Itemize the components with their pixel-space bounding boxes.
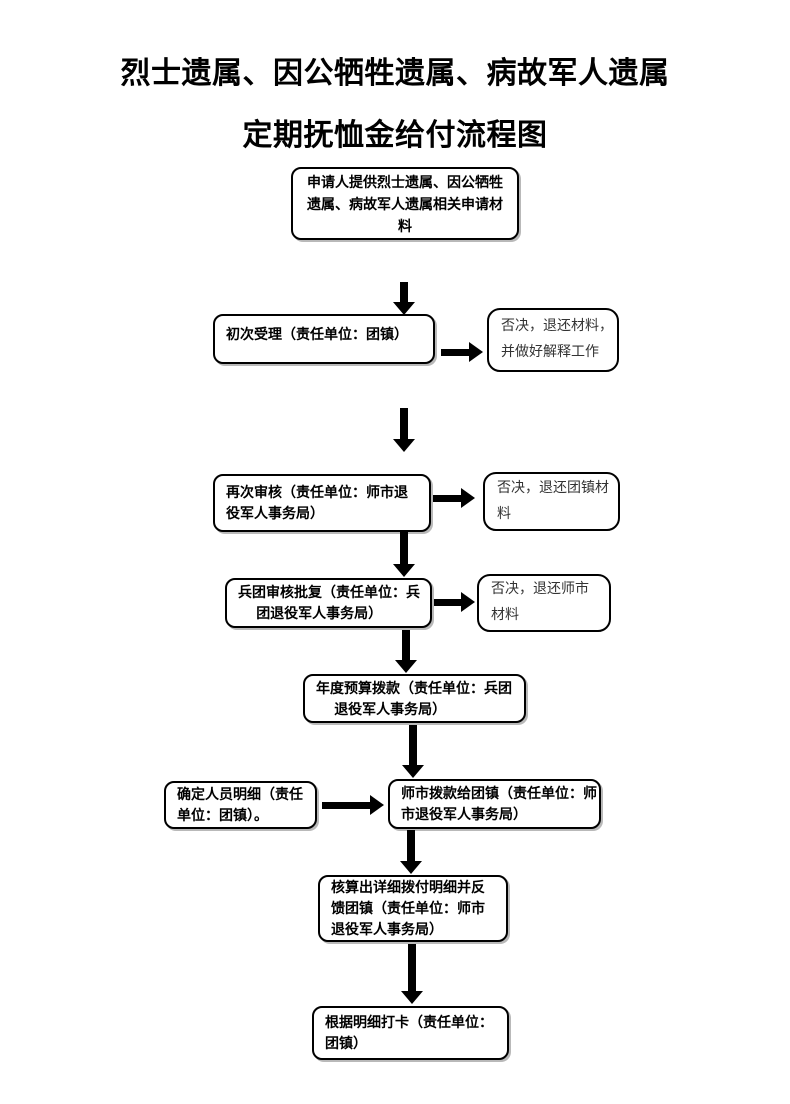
- arrow-head: [401, 991, 423, 1004]
- text-line: 市退役军人事务局）: [401, 806, 527, 822]
- flow-box-reject-return-materials: 否决，退还材料， 并做好解释工作: [487, 308, 619, 372]
- flow-box-annual-budget: 年度预算拨款（责任单位：兵团 退役军人事务局）: [303, 674, 526, 723]
- flow-arrow-down-6: [400, 830, 422, 874]
- flow-arrow-right-3: [434, 592, 475, 612]
- text-line: 申请人提供烈士遗属、因公牺牲: [307, 173, 503, 190]
- text-line: 否决，退还材料，: [501, 319, 613, 334]
- text-line: 退役军人事务局）: [331, 921, 443, 937]
- arrow-stem: [400, 408, 408, 439]
- text-line: 料: [398, 217, 412, 234]
- text-line: 确定人员明细（责任: [177, 786, 303, 802]
- text-line: 役军人事务局）: [226, 505, 324, 521]
- text-line: 退役军人事务局）: [334, 700, 447, 717]
- arrow-head: [402, 765, 424, 778]
- arrow-stem: [433, 494, 461, 502]
- flow-box-personnel-detail: 确定人员明细（责任 单位：团镇）。: [164, 781, 317, 829]
- arrow-stem: [400, 282, 408, 302]
- arrow-head: [469, 342, 483, 362]
- arrow-head: [370, 795, 384, 815]
- flow-arrow-right-1: [441, 342, 483, 362]
- text-line: 年度预算拨款（责任单位：兵团: [316, 679, 512, 696]
- flow-arrow-down-7: [401, 944, 423, 1004]
- text-line: 初次受理（责任单位：团镇）: [226, 326, 408, 342]
- arrow-head: [393, 302, 415, 315]
- arrow-stem: [322, 801, 370, 809]
- arrow-head: [461, 592, 475, 612]
- page-title-line-2: 定期抚恤金给付流程图: [242, 119, 548, 152]
- text-line: 根据明细打卡（责任单位：: [325, 1014, 493, 1030]
- arrow-head: [395, 660, 417, 673]
- flow-box-pay-to-card: 根据明细打卡（责任单位： 团镇）: [312, 1006, 509, 1060]
- flow-arrow-down-3: [393, 532, 415, 577]
- flow-arrow-down-1: [393, 282, 415, 315]
- arrow-stem: [400, 532, 408, 564]
- arrow-stem: [409, 725, 417, 765]
- flow-arrow-right-4: [322, 795, 384, 815]
- flow-box-division-allocation: 师市拨款给团镇（责任单位：师 市退役军人事务局）: [388, 779, 601, 829]
- text-line: 团镇）: [325, 1035, 367, 1051]
- flow-box-calculate-details: 核算出详细拨付明细并反 馈团镇（责任单位：师市 退役军人事务局）: [318, 875, 508, 942]
- text-line: 遗属、病故军人遗属相关申请材: [307, 195, 503, 212]
- flow-box-reject-return-to-regiment: 否决，退还团镇材 料: [483, 472, 620, 531]
- text-line: 馈团镇（责任单位：师市: [331, 900, 485, 916]
- arrow-head: [461, 488, 475, 508]
- text-line: 核算出详细拨付明细并反: [331, 879, 485, 895]
- text-line: 料: [497, 506, 511, 522]
- text-line: 团退役军人事务局）: [256, 605, 383, 621]
- arrow-head: [393, 439, 415, 452]
- text-line: 单位：团镇）。: [177, 807, 268, 823]
- flow-box-start-application-materials: 申请人提供烈士遗属、因公牺牲 遗属、病故军人遗属相关申请材 料: [291, 167, 519, 240]
- text-line: 兵团审核批复（责任单位：兵: [238, 584, 420, 600]
- text-line: 否决，退还团镇材: [497, 480, 609, 496]
- arrow-head: [400, 861, 422, 874]
- text-line: 再次审核（责任单位：师市退: [226, 484, 408, 500]
- arrow-stem: [402, 630, 410, 660]
- text-line: 否决，退还师市: [491, 582, 589, 597]
- flow-arrow-down-5: [402, 725, 424, 778]
- text-line: 材料: [491, 608, 519, 623]
- arrow-stem: [407, 830, 415, 861]
- text-line: 并做好解释工作: [501, 345, 599, 360]
- flow-box-second-review: 再次审核（责任单位：师市退 役军人事务局）: [213, 474, 431, 532]
- flow-box-reject-return-to-division: 否决，退还师市 材料: [477, 574, 611, 632]
- text-line: 师市拨款给团镇（责任单位：师: [401, 785, 597, 801]
- arrow-head: [393, 564, 415, 577]
- page-title-line-1: 烈士遗属、因公牺牲遗属、病故军人遗属: [120, 57, 670, 90]
- flow-box-corps-approval: 兵团审核批复（责任单位：兵 团退役军人事务局）: [225, 578, 432, 628]
- arrow-stem: [408, 944, 416, 991]
- flow-arrow-down-2: [393, 408, 415, 452]
- arrow-stem: [441, 348, 469, 356]
- flow-box-initial-acceptance: 初次受理（责任单位：团镇）: [213, 314, 435, 364]
- flow-arrow-down-4: [395, 630, 417, 673]
- flow-arrow-right-2: [433, 488, 475, 508]
- arrow-stem: [434, 598, 461, 606]
